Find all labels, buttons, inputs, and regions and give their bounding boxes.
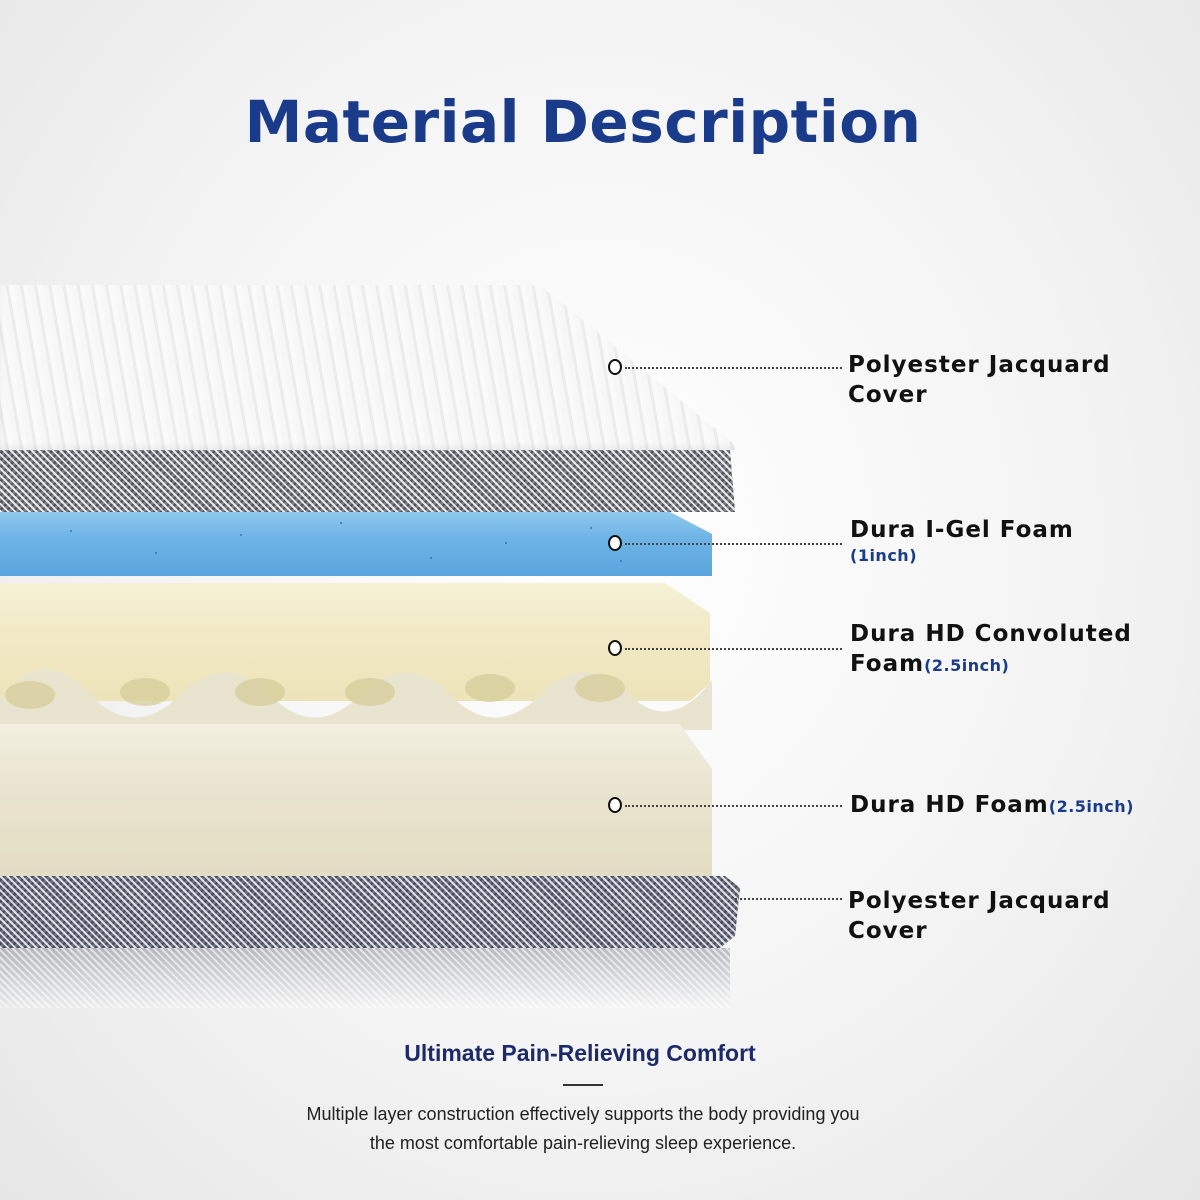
layer-label-bottom-cover: Polyester Jacquard Cover bbox=[848, 888, 1111, 944]
callout-marker-icon bbox=[608, 535, 622, 551]
footer-heading: Ultimate Pain-Relieving Comfort bbox=[404, 1040, 756, 1066]
callout-leader-line bbox=[735, 898, 842, 900]
callout-marker-icon bbox=[608, 797, 622, 813]
gel-foam-layer bbox=[0, 512, 712, 576]
callout-leader-line bbox=[625, 367, 842, 369]
layer-label-top-cover: Polyester Jacquard Cover bbox=[848, 352, 1111, 408]
callout-marker-icon bbox=[608, 640, 622, 656]
callout-leader-line bbox=[625, 805, 842, 807]
bottom-cover-layer bbox=[0, 876, 740, 948]
top-cover-side-layer bbox=[0, 450, 735, 512]
floor-reflection bbox=[0, 948, 730, 1008]
convoluted-wave-shape bbox=[0, 669, 712, 730]
hd-foam-layer bbox=[0, 724, 712, 884]
callout-marker-icon bbox=[608, 359, 622, 375]
callout-leader-line bbox=[625, 648, 842, 650]
footer-divider bbox=[563, 1084, 603, 1086]
layer-label-convoluted-foam: Dura HD Convoluted Foam(2.5inch) bbox=[850, 621, 1132, 677]
layer-label-gel-foam: Dura I-Gel Foam (1inch) bbox=[850, 517, 1074, 565]
page-title: Material Description bbox=[244, 88, 922, 156]
callout-leader-line bbox=[625, 543, 842, 545]
layer-label-hd-foam: Dura HD Foam(2.5inch) bbox=[850, 792, 1134, 818]
footer-description: Multiple layer construction effectively … bbox=[306, 1104, 860, 1153]
